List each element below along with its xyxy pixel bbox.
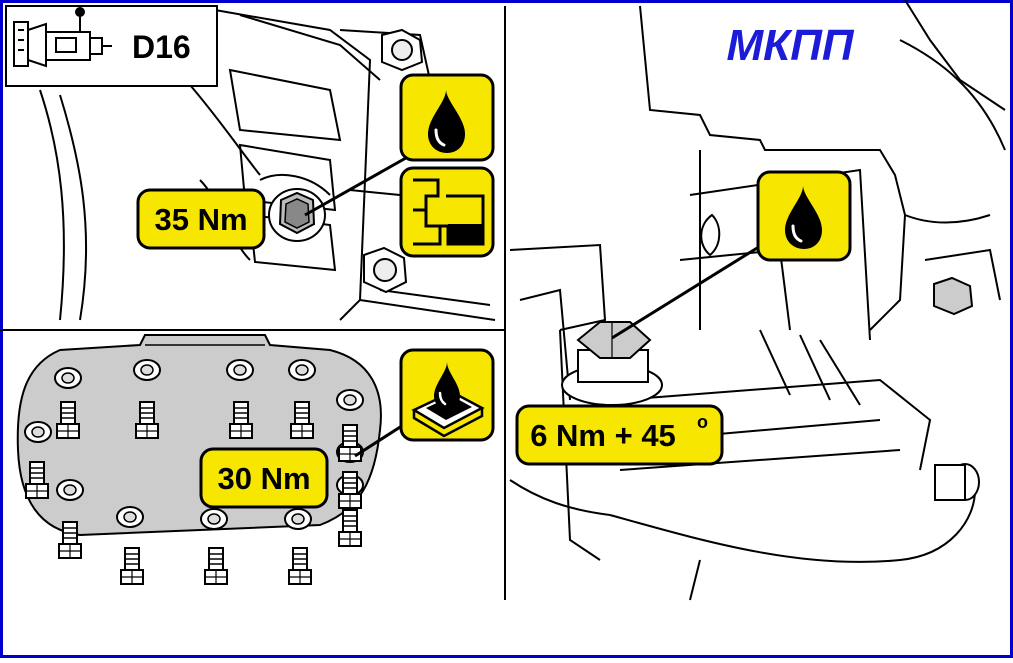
- drain-plug: [268, 188, 326, 242]
- torque-value-filler-plug: 6 Nm + 45: [530, 418, 676, 453]
- housing-bolt-right: [933, 276, 974, 316]
- case-bolt-bottom: [363, 246, 408, 294]
- torque-degree-mark: o: [697, 412, 708, 432]
- sealant-icon: [399, 348, 495, 442]
- oil-drop-icon-right: [756, 170, 852, 262]
- housing-side-plug: [934, 463, 980, 501]
- filler-plug: [561, 321, 663, 406]
- filler-plug-leader: [611, 238, 771, 340]
- torque-label-filler-plug: 6 Nm + 45 o: [515, 404, 724, 466]
- oil-drop-icon: [399, 73, 495, 162]
- model-code: D16: [132, 29, 191, 65]
- cover-bolts-leader: [354, 420, 409, 458]
- gearbox-icon: [13, 7, 112, 68]
- right-panel-housing: [509, 0, 1006, 601]
- torque-label-drain-plug: 35 Nm: [136, 188, 266, 250]
- torque-label-cover-bolts: 30 Nm: [199, 447, 329, 509]
- gearbox-title: МКПП: [727, 21, 855, 70]
- case-bolt-top: [381, 28, 424, 72]
- torque-value-cover-bolts: 30 Nm: [217, 461, 310, 496]
- torque-value-drain-plug: 35 Nm: [154, 202, 247, 237]
- seal-washer-icon: [399, 166, 495, 258]
- drain-plug-leader: [304, 148, 421, 217]
